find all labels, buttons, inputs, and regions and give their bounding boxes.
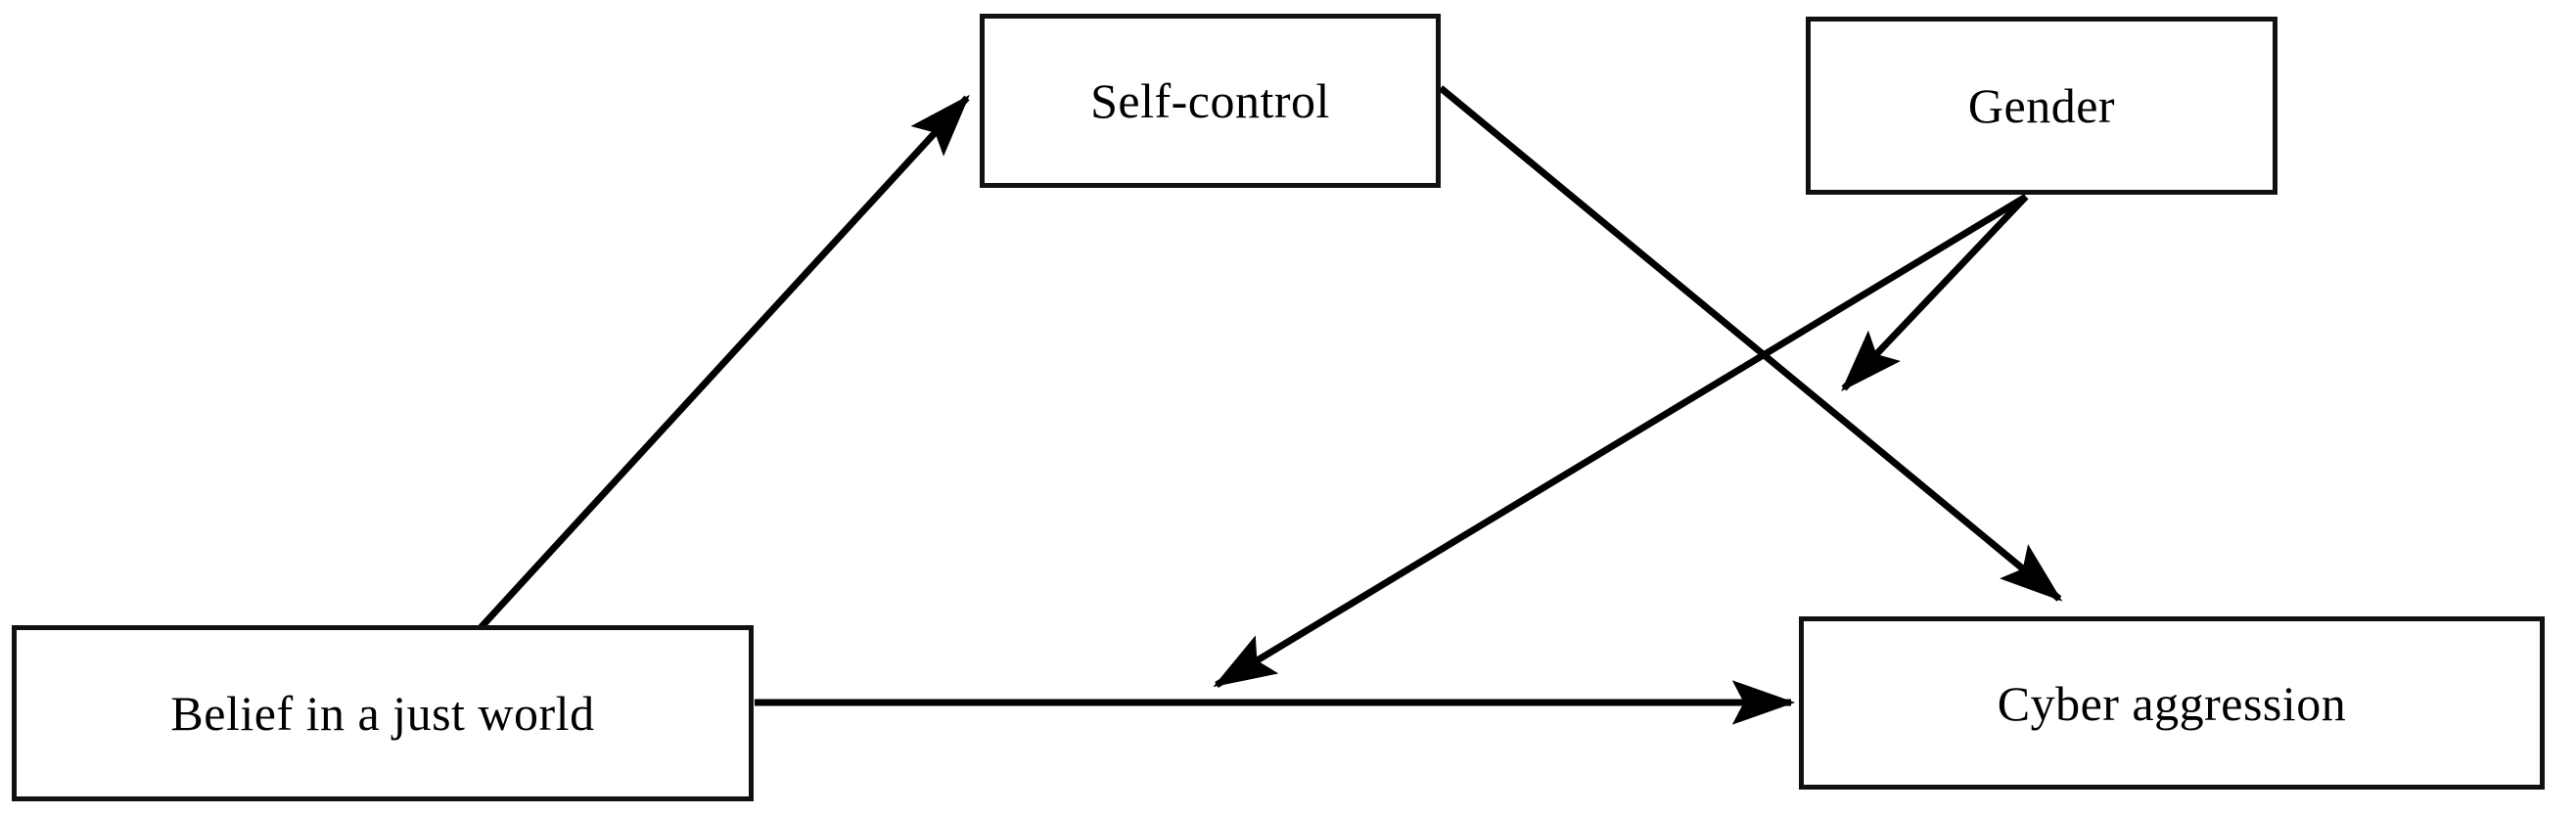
node-gender-label: Gender [1967, 78, 2116, 133]
node-gender[interactable]: Gender [1806, 17, 2277, 195]
node-cyber-aggression[interactable]: Cyber aggression [1799, 616, 2545, 790]
node-self-control-label: Self-control [1090, 73, 1330, 128]
node-belief-in-a-just-world[interactable]: Belief in a just world [12, 625, 754, 801]
node-cyber-aggression-label: Cyber aggression [1997, 675, 2347, 731]
edge-gender-moderates-self-control-path [1841, 194, 2029, 392]
edge-gender-moderates-belief-path [1213, 194, 2028, 688]
edge-belief-to-self-control [474, 94, 970, 635]
node-belief-in-a-just-world-label: Belief in a just world [170, 686, 595, 741]
node-self-control[interactable]: Self-control [980, 14, 1441, 188]
edge-self-control-to-cyber [1438, 85, 2063, 602]
